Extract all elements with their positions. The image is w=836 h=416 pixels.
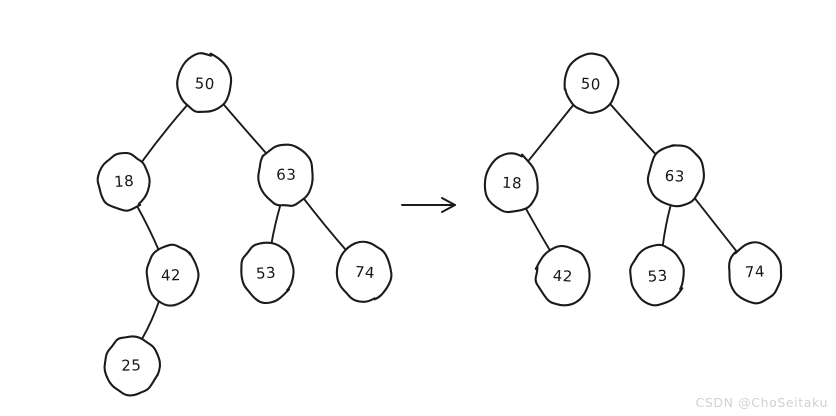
tree-edge xyxy=(523,205,552,252)
tree-edge xyxy=(140,104,189,164)
tree-node: 74 xyxy=(728,241,783,305)
tree-node: 63 xyxy=(646,144,705,208)
node-label: 74 xyxy=(744,262,765,281)
node-circle xyxy=(96,151,151,212)
tree-node: 74 xyxy=(335,240,393,303)
node-circle xyxy=(646,144,705,208)
tree-edge xyxy=(136,205,160,250)
tree-edge xyxy=(661,204,672,249)
node-circle xyxy=(240,241,295,305)
tree-node: 53 xyxy=(240,241,295,305)
node-circle xyxy=(145,243,200,307)
transformation-arrow-icon xyxy=(401,197,456,213)
after-tree-edges xyxy=(523,101,739,254)
node-circle xyxy=(629,243,685,307)
node-label: 50 xyxy=(194,74,215,93)
before-tree-edges xyxy=(136,102,348,340)
node-label: 18 xyxy=(502,174,523,193)
tree-edge xyxy=(141,298,161,340)
node-label: 42 xyxy=(552,267,573,286)
tree-edge xyxy=(527,103,576,162)
tree-node: 25 xyxy=(103,335,161,397)
node-circle xyxy=(103,335,161,397)
node-circle xyxy=(534,244,591,307)
node-label: 74 xyxy=(354,263,375,282)
node-label: 25 xyxy=(121,356,142,375)
node-circle xyxy=(335,240,393,303)
tree-node: 42 xyxy=(534,244,591,307)
arrow-head xyxy=(441,197,456,213)
node-label: 63 xyxy=(664,167,685,186)
node-label: 53 xyxy=(647,266,668,285)
tree-edge xyxy=(607,101,658,157)
node-circle xyxy=(257,143,314,207)
node-circle xyxy=(176,52,233,113)
node-label: 63 xyxy=(276,166,296,184)
node-circle xyxy=(728,241,783,305)
tree-node: 63 xyxy=(257,143,314,207)
node-circle xyxy=(563,52,620,114)
tree-node: 50 xyxy=(176,52,233,113)
node-label: 18 xyxy=(114,172,135,191)
node-label: 53 xyxy=(255,263,276,282)
before-tree-nodes: 50 18 63 42 53 74 25 xyxy=(96,52,393,397)
tree-edge xyxy=(302,197,348,252)
after-tree-nodes: 50 18 63 42 53 74 xyxy=(483,52,783,307)
tree-edge xyxy=(270,203,282,245)
node-circle xyxy=(483,152,539,214)
tree-node: 18 xyxy=(96,151,151,212)
node-label: 42 xyxy=(161,266,182,285)
tree-node: 50 xyxy=(563,52,620,114)
tree-node: 42 xyxy=(145,243,200,307)
tree-node: 53 xyxy=(629,243,685,307)
tree-edge xyxy=(694,197,739,254)
watermark-text: CSDN @ChoSeitaku xyxy=(695,395,828,410)
node-label: 50 xyxy=(580,75,601,94)
tree-edge xyxy=(221,102,268,155)
tree-node: 18 xyxy=(483,152,539,214)
